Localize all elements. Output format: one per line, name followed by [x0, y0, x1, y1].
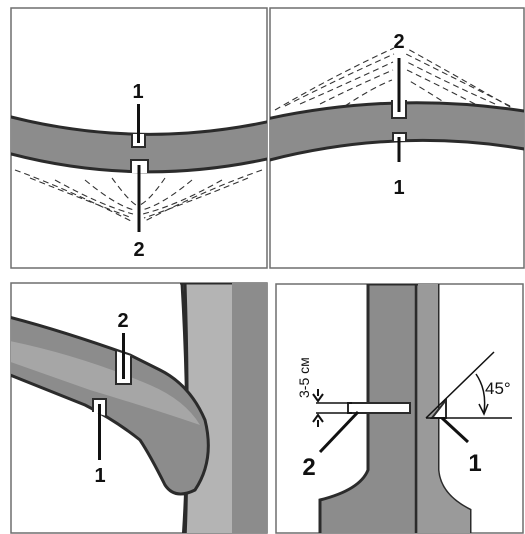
panel-4-angle-arc — [475, 373, 486, 413]
panel-4-pointer-2 — [318, 410, 360, 454]
panel-4-cut-2 — [347, 402, 411, 414]
panel-4-angle-ray — [425, 351, 495, 419]
panel-1-sagging-branch: 1 2 — [10, 7, 268, 269]
panel-2-bark-tear-lines — [274, 47, 520, 113]
panel-4-arrow-up — [312, 413, 324, 427]
panel-1-bark-tear-lines — [14, 169, 263, 223]
panel-3-branch-at-trunk: 2 1 — [10, 282, 268, 534]
panel-2-arched-branch: 2 1 — [269, 7, 525, 269]
panel-4-arrow-down — [312, 389, 324, 403]
panel-4-gap-text: 3-5 см — [296, 357, 312, 398]
panel-3-label-1: 1 — [94, 465, 105, 487]
panel-4-label-1: 1 — [468, 450, 481, 477]
panel-4-label-2: 2 — [302, 454, 315, 481]
panel-4-trunk-cuts: 3-5 см 45° 2 1 — [275, 283, 524, 534]
panel-2-label-1: 1 — [393, 177, 404, 199]
panel-4-angle-text: 45° — [485, 379, 511, 398]
panel-2-branch — [270, 101, 524, 162]
panel-3-trunk-shade — [232, 283, 267, 533]
panel-1-label-2: 2 — [133, 239, 144, 261]
panel-4-pointer-1 — [440, 416, 470, 444]
panel-3-label-2: 2 — [117, 310, 128, 332]
panel-3-branch-highlight — [11, 341, 200, 425]
panel-1-label-1: 1 — [132, 81, 143, 103]
panel-2-label-2: 2 — [393, 31, 404, 53]
